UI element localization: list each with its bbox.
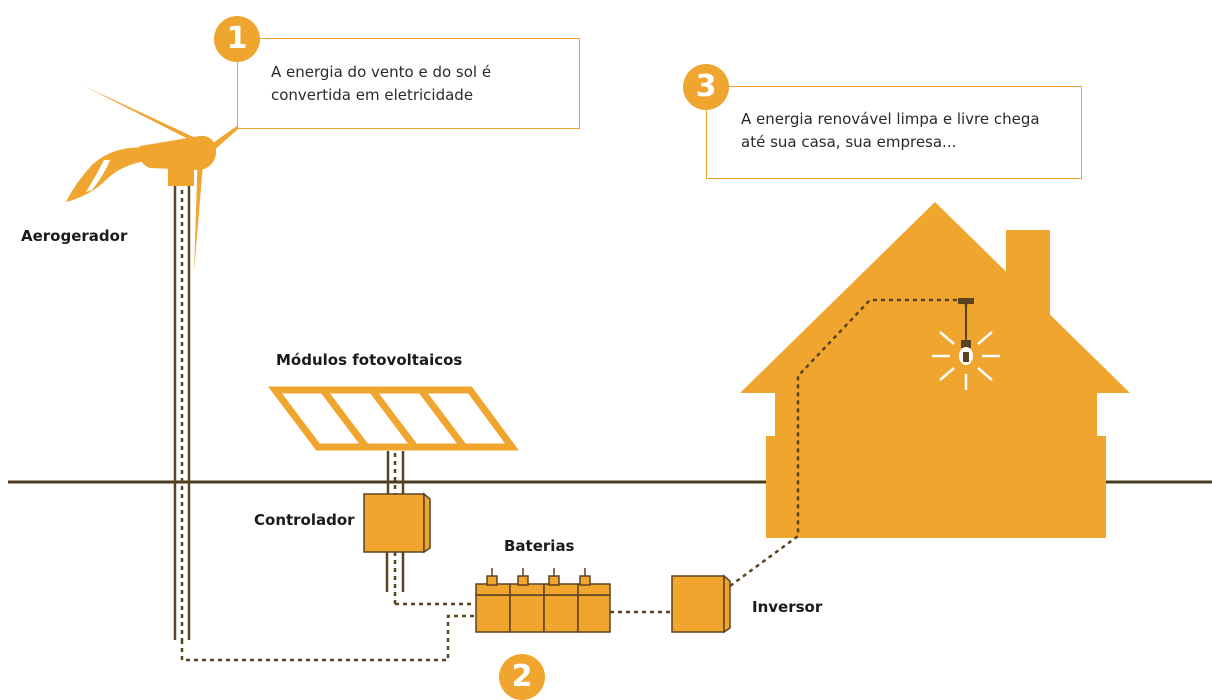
step1-text-line2: convertida em eletricidade xyxy=(271,86,474,104)
step3-callout: A energia renovável limpa e livre chega … xyxy=(706,86,1082,179)
label-controller: Controlador xyxy=(254,511,355,529)
label-solar-modules: Módulos fotovoltaicos xyxy=(276,351,463,369)
inverter-house-wire xyxy=(729,298,968,588)
label-inverter: Inversor xyxy=(752,598,823,616)
step3-text-line1: A energia renovável limpa e livre chega xyxy=(741,110,1040,128)
turbine-tower xyxy=(173,185,191,640)
controller-box-icon xyxy=(363,492,431,554)
step3-text-line2: até sua casa, sua empresa... xyxy=(741,133,957,151)
light-bulb-icon xyxy=(932,298,1000,390)
solar-panel-icon xyxy=(267,386,519,451)
label-wind-turbine: Aerogerador xyxy=(21,227,128,245)
controller-wires xyxy=(385,552,474,606)
step2-badge: 2 xyxy=(499,654,545,700)
inverter-box-icon xyxy=(671,574,731,634)
step1-badge: 1 xyxy=(214,16,260,62)
panel-post xyxy=(386,451,405,494)
wind-turbine-icon xyxy=(66,86,262,272)
label-batteries: Baterias xyxy=(504,537,575,555)
step1-text-line1: A energia do vento e do sol é xyxy=(271,63,492,81)
step1-callout: A energia do vento e do sol é convertida… xyxy=(237,38,580,129)
step3-badge: 3 xyxy=(683,64,729,110)
turbine-battery-wire xyxy=(180,614,474,662)
house-icon xyxy=(740,202,1130,538)
batteries-icon xyxy=(475,568,611,633)
